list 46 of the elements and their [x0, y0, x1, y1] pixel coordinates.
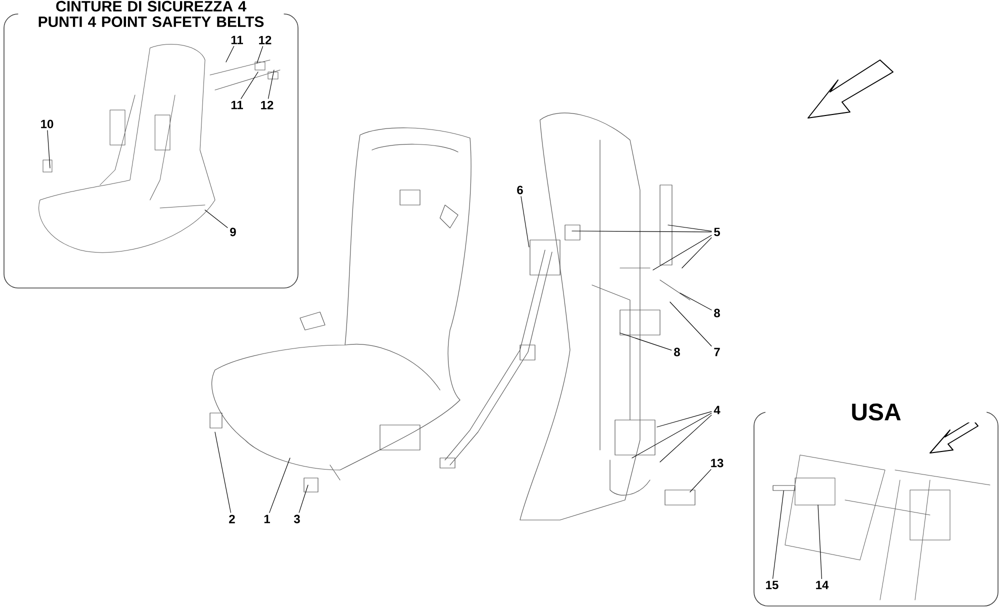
leader-line [520, 196, 530, 248]
leader-line [670, 302, 712, 346]
callout-number: 12 [259, 36, 272, 44]
leader-line [680, 292, 712, 310]
callout-number: 6 [517, 186, 523, 194]
inset-panel [4, 0, 298, 288]
leader-line [668, 224, 712, 232]
callout-number: 13 [711, 458, 724, 468]
callout-number: 3 [294, 514, 300, 524]
callout-number: 1 [264, 514, 270, 524]
callout-number: 11 [231, 36, 243, 44]
callout-number: 9 [230, 228, 236, 236]
leader-line [240, 72, 258, 99]
callout-number: 14 [816, 580, 829, 590]
leader-line [682, 237, 712, 268]
leader-line [690, 469, 712, 492]
callout-number: 12 [261, 100, 274, 110]
leader-line [256, 46, 264, 64]
leader-line [620, 332, 672, 350]
bolt-shape [772, 485, 796, 491]
callout-number: 15 [766, 580, 778, 590]
leader-line [226, 46, 234, 62]
leader-line [298, 484, 308, 513]
leader-line [632, 412, 712, 458]
callout-number: 2 [229, 514, 235, 524]
leader-line [660, 414, 712, 462]
callout-number: 10 [41, 120, 54, 128]
leader-line [656, 411, 712, 428]
panel-heading: USA [852, 404, 901, 420]
leader-line [268, 70, 274, 99]
leader-line [269, 458, 290, 513]
callout-number: 8 [714, 308, 720, 318]
callout-number: 11 [231, 100, 243, 110]
leader-line [214, 432, 232, 513]
leader-line [204, 210, 228, 228]
inset-panel [754, 402, 998, 606]
leader-line [652, 234, 712, 270]
callout-number: 7 [714, 348, 720, 356]
leader-line [818, 504, 822, 579]
leader-line [47, 130, 50, 168]
callout-number: 5 [714, 228, 720, 236]
panel-heading: CINTURE DI SICUREZZA 4 PUNTI 4 POINT SAFETY BELTS [38, 0, 264, 28]
callout-number: 8 [674, 348, 680, 356]
leader-line [572, 230, 712, 232]
leader-line [772, 490, 784, 579]
callout-number: 4 [714, 406, 720, 414]
